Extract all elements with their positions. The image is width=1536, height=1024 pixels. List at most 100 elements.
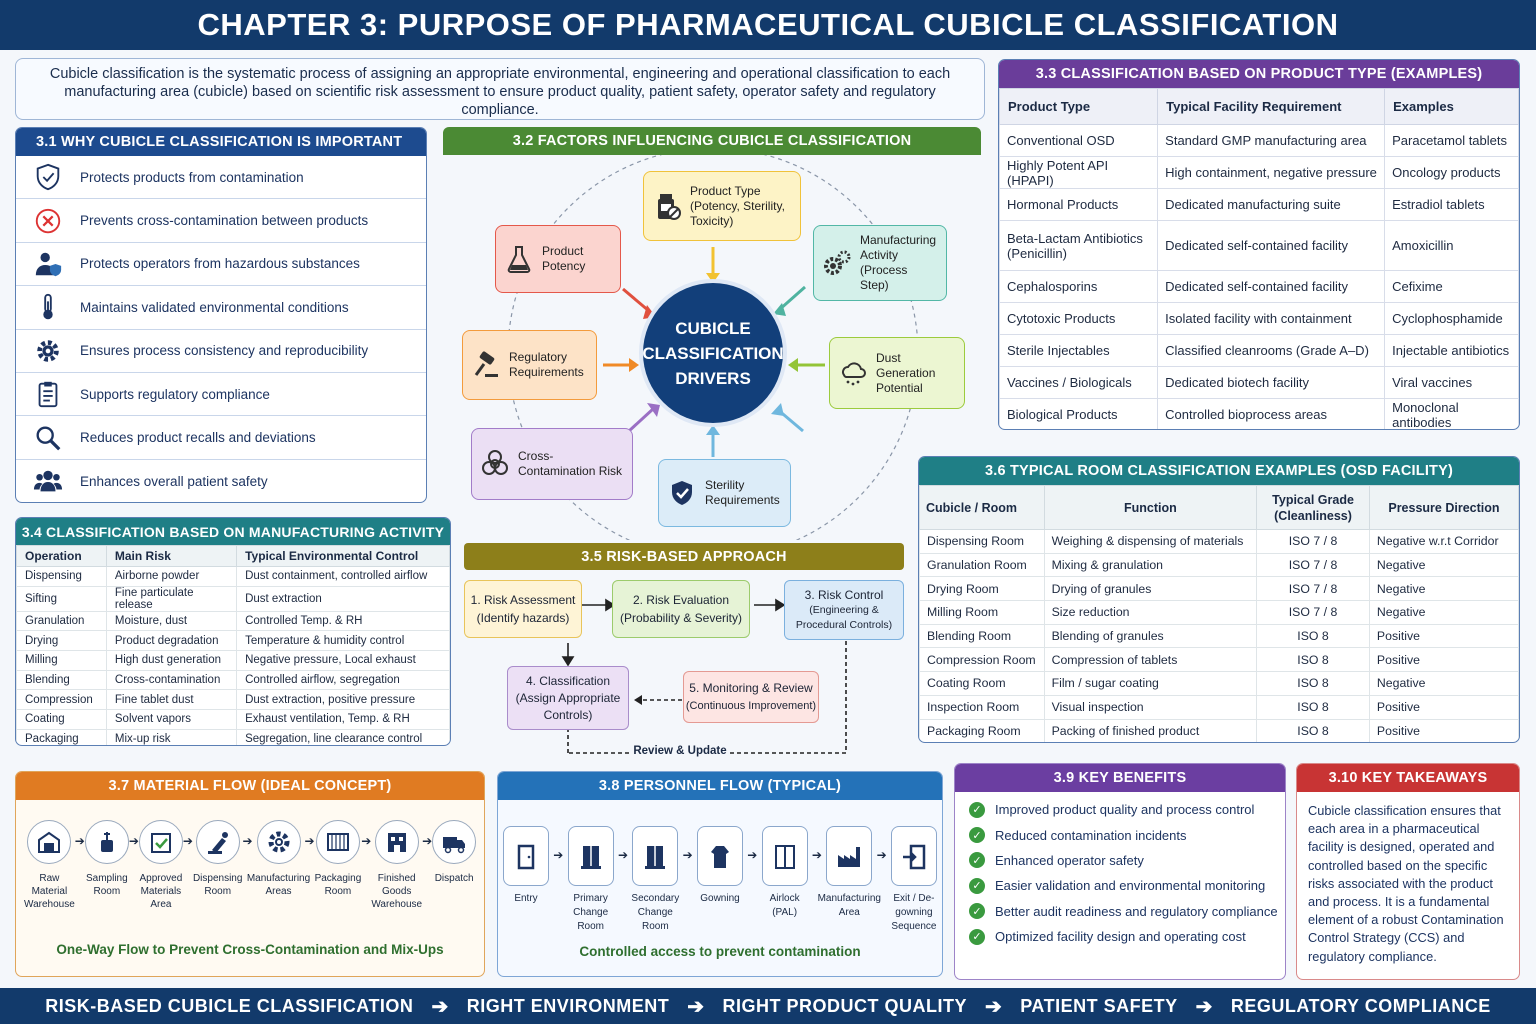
- activity-cell: Dust extraction: [236, 585, 450, 612]
- activity-cell: Dust containment, controlled airflow: [236, 566, 450, 587]
- gears-icon: [824, 250, 851, 275]
- room-cell: Positive: [1368, 647, 1519, 673]
- risk-step-1-title: 1. Risk Assessment: [470, 593, 576, 607]
- risk-step-4: 4. Classification(Assign Appropriate Con…: [507, 666, 629, 730]
- check-icon: ✓: [969, 827, 985, 844]
- benefit-item: ✓Improved product quality and process co…: [955, 797, 1285, 822]
- personnel-flow-steps: Entry➔Primary Change Room➔Secondary Chan…: [498, 800, 942, 934]
- product-type-cell: Controlled bioprocess areas: [1157, 398, 1386, 429]
- room-col-header: Pressure Direction: [1368, 485, 1519, 530]
- chain-arrow-icon: ➔: [1195, 995, 1213, 1018]
- factor-potency-label: Product Potency: [542, 244, 586, 273]
- chain-item: PATIENT SAFETY: [1020, 995, 1178, 1016]
- warehouse-icon: [27, 820, 72, 864]
- table-row: Highly Potent API (HPAPI)High containmen…: [999, 156, 1519, 189]
- product-type-cell: Highly Potent API (HPAPI): [999, 156, 1159, 189]
- room-cell: Size reduction: [1043, 600, 1258, 625]
- product-type-cell: Dedicated manufacturing suite: [1157, 188, 1386, 221]
- key-benefits-list: ✓ Improved product quality and process co…: [955, 792, 1285, 949]
- exit-icon: [890, 826, 937, 886]
- room-col-header: Function: [1043, 485, 1258, 530]
- risk-step-1: 1. Risk Assessment(Identify hazards): [464, 580, 582, 638]
- flow-step: Finished Goods Warehouse: [371, 820, 422, 911]
- factors-diagram: CUBICLE CLASSIFICATION DRIVERS Product T…: [443, 155, 981, 540]
- why-important-heading: 3.1 WHY CUBICLE CLASSIFICATION IS IMPORT…: [16, 128, 426, 156]
- activity-col-header: Typical Environmental Control: [236, 545, 450, 567]
- flow-arrow-icon: ➔: [182, 834, 193, 848]
- factor-sterility-label: Sterility Requirements: [705, 478, 780, 507]
- x-circle-icon: [32, 205, 64, 237]
- room-cell: ISO 8: [1256, 623, 1370, 649]
- activity-cell: Mix-up risk: [105, 728, 238, 745]
- benefit-item: ✓Better audit readiness and regulatory c…: [955, 899, 1285, 924]
- flow-step-label: Finished Goods Warehouse: [371, 873, 423, 910]
- page-title: CHAPTER 3: PURPOSE OF PHARMACEUTICAL CUB…: [197, 7, 1339, 42]
- key-takeaways-panel: 3.10 KEY TAKEAWAYS Cubicle classificatio…: [1296, 763, 1520, 980]
- flow-arrow-icon: ➔: [242, 834, 253, 848]
- product-type-col-header: Examples: [1384, 88, 1519, 125]
- why-item: Reduces product recalls and deviations: [16, 416, 426, 460]
- flow-arrow-icon: ➔: [811, 848, 822, 862]
- personnel-flow-footer: Controlled access to prevent contaminati…: [579, 944, 861, 959]
- product-type-cell: Dedicated self-contained facility: [1157, 220, 1386, 271]
- why-item: Enhances overall patient safety: [16, 460, 426, 502]
- room-cell: Visual inspection: [1043, 694, 1258, 720]
- room-cell: ISO 7 / 8: [1256, 600, 1370, 625]
- risk-step-3-title: 3. Risk Control: [804, 587, 884, 602]
- benefit-label: Enhanced operator safety: [995, 852, 1144, 868]
- gear-icon: [32, 335, 64, 367]
- room-cell: ISO 8: [1256, 694, 1370, 720]
- truck-icon: [432, 820, 477, 864]
- title-bar: CHAPTER 3: PURPOSE OF PHARMACEUTICAL CUB…: [0, 0, 1536, 50]
- check-icon: ✓: [969, 903, 985, 920]
- factor-cross-label: Cross-Contamination Risk: [518, 449, 623, 478]
- chain-item: RIGHT PRODUCT QUALITY: [722, 995, 967, 1016]
- room-cell: Compression Room: [919, 647, 1045, 673]
- why-item: Protects products from contamination: [16, 156, 426, 200]
- sampling-icon: [84, 820, 129, 864]
- factor-regulatory: Regulatory Requirements: [462, 330, 597, 400]
- flow-step-label: Entry: [514, 893, 538, 904]
- benefit-label: Reduced contamination incidents: [995, 827, 1187, 843]
- room-cell: Drying of granules: [1043, 576, 1258, 602]
- room-cell: Milling Room: [919, 600, 1045, 625]
- benefit-label: Improved product quality and process con…: [995, 802, 1255, 818]
- benefit-item: ✓Easier validation and environmental mon…: [955, 873, 1285, 898]
- dust-cloud-icon: [842, 362, 866, 386]
- factor-product-potency: Product Potency: [495, 225, 621, 293]
- risk-flow-connectors: [561, 598, 847, 754]
- personnel-flow-heading: 3.8 PERSONNEL FLOW (TYPICAL): [498, 772, 942, 800]
- why-item-label: Protects products from contamination: [80, 169, 304, 185]
- door-icon: [503, 826, 549, 886]
- why-important-panel: 3.1 WHY CUBICLE CLASSIFICATION IS IMPORT…: [15, 127, 427, 503]
- why-item-label: Supports regulatory compliance: [80, 386, 270, 402]
- room-cell: Negative: [1368, 552, 1519, 578]
- benefit-item: ✓Enhanced operator safety: [955, 848, 1285, 873]
- risk-step-4-title: 4. Classification: [525, 673, 611, 688]
- product-type-cell: Dedicated biotech facility: [1157, 366, 1386, 399]
- activity-cell: Moisture, dust: [105, 610, 238, 632]
- flow-arrow-icon: ➔: [682, 848, 693, 862]
- room-cell: Negative: [1368, 576, 1519, 602]
- room-cell: Coating Room: [919, 671, 1045, 696]
- activity-col-header: Main Risk: [105, 545, 238, 567]
- shield-icon: [672, 481, 692, 505]
- operator-shield-icon: [32, 248, 64, 280]
- activity-cell: Solvent vapors: [105, 709, 238, 730]
- room-cell: Weighing & dispensing of materials: [1043, 529, 1258, 554]
- risk-step-5-sub: (Continuous Improvement): [685, 700, 817, 712]
- activity-cell: Cross-contamination: [105, 669, 238, 691]
- manufacturing-activity-panel: 3.4 CLASSIFICATION BASED ON MANUFACTURIN…: [15, 517, 451, 746]
- flask-icon: [507, 246, 531, 273]
- activity-col-header: Operation: [16, 545, 107, 567]
- product-type-cell: Estradiol tablets: [1384, 188, 1519, 221]
- product-type-cell: Sterile Injectables: [999, 334, 1159, 367]
- room-cell: Granulation Room: [919, 552, 1045, 578]
